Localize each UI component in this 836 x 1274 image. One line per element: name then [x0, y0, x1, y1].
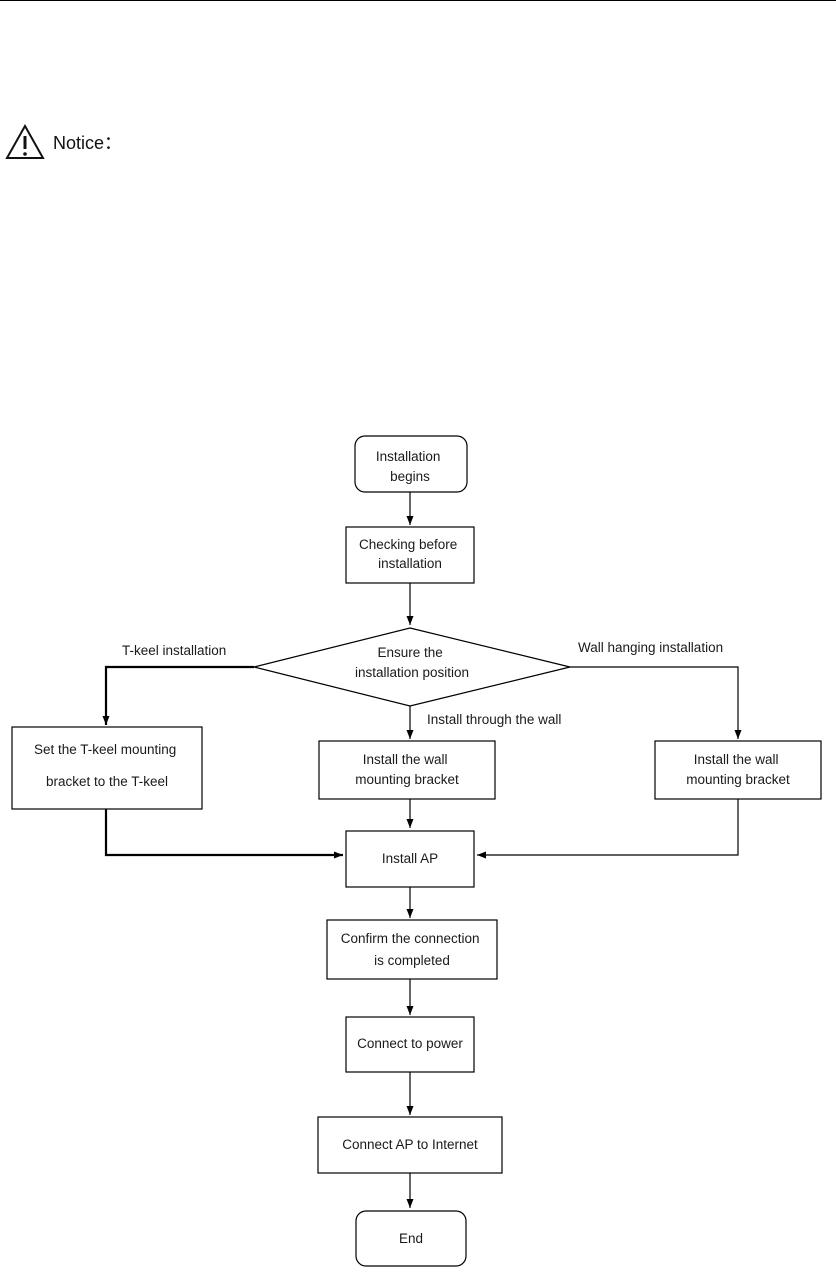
branch-label-through-wall: Install through the wall — [427, 712, 561, 727]
node-connect-ap-to-internet — [317, 1116, 503, 1174]
notice-label: Notice： — [53, 133, 123, 153]
connector-decision-to-tkeel — [102, 665, 254, 725]
label-install-ap: Install AP — [382, 851, 438, 866]
node-connect-to-power — [345, 1016, 475, 1073]
node-checking-before-installation — [345, 526, 475, 584]
connector-wall-hanging-to-install-ap — [477, 799, 739, 859]
warning-triangle-icon — [5, 124, 45, 159]
label-through-wall-bracket: Install the wall mounting bracket — [355, 752, 459, 787]
branch-label-wall-hanging: Wall hanging installation — [578, 640, 723, 655]
node-ensure-installation-position — [253, 627, 571, 707]
connector-tkeel-to-install-ap — [104, 809, 343, 859]
label-end: End — [399, 1231, 423, 1246]
node-wall-hanging-bracket — [654, 740, 822, 800]
notice-callout: Notice： — [5, 122, 122, 162]
label-ensure-installation-position: Ensure the installation position — [355, 645, 469, 680]
label-wall-hanging-bracket: Install the wall mounting bracket — [686, 752, 790, 787]
node-end — [355, 1210, 467, 1267]
label-connect-to-power: Connect to power — [357, 1036, 463, 1051]
label-tkeel-mounting-bracket: Set the T-keel mounting bracket to the T… — [34, 742, 180, 789]
node-install-ap — [345, 830, 475, 888]
branch-label-tkeel: T-keel installation — [122, 643, 226, 658]
node-tkeel-mounting-bracket — [11, 726, 203, 810]
page-header-rule — [0, 0, 836, 1]
node-confirm-connection — [326, 919, 498, 980]
node-through-wall-bracket — [318, 740, 496, 800]
label-connect-ap-to-internet: Connect AP to Internet — [342, 1137, 478, 1152]
label-installation-begins: Installation begins — [376, 449, 444, 484]
connector-decision-to-wall-hanging — [570, 666, 742, 739]
node-installation-begins — [354, 435, 468, 493]
label-checking-before-installation: Checking before installation — [359, 537, 461, 571]
label-confirm-connection: Confirm the connection is completed — [341, 931, 484, 968]
